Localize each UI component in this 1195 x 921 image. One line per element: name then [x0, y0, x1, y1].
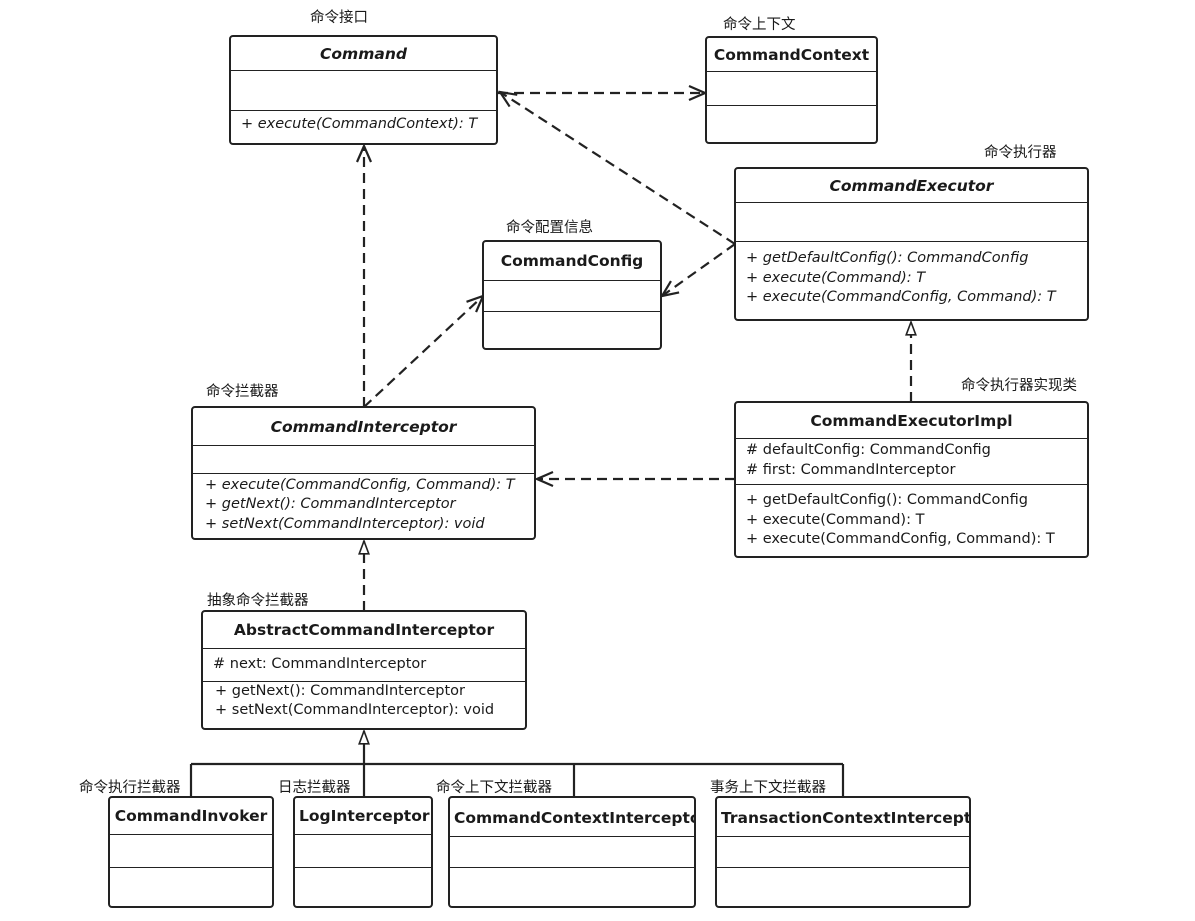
class-command-context[interactable]: CommandContext	[705, 36, 878, 144]
attribute: # next: CommandInterceptor	[213, 656, 427, 672]
attributes-compartment	[193, 446, 534, 474]
label-command-executor: 命令执行器	[984, 145, 1057, 161]
edge-executor-to-command	[500, 92, 736, 245]
attributes-compartment: # defaultConfig: CommandConfig # first: …	[736, 439, 1087, 485]
attributes-compartment	[295, 835, 431, 868]
class-name: AbstractCommandInterceptor	[203, 612, 525, 649]
attributes-compartment	[110, 835, 272, 868]
inheritance-tree	[189, 731, 845, 797]
operation: + execute(Command): T	[746, 511, 925, 528]
class-command-config[interactable]: CommandConfig	[482, 240, 662, 350]
label-command-config: 命令配置信息	[506, 220, 593, 236]
operation: + getNext(): CommandInterceptor	[215, 682, 466, 699]
operation: + setNext(CommandInterceptor): void	[215, 702, 495, 718]
class-command-context-interceptor[interactable]: CommandContextInterceptor	[448, 796, 696, 908]
operation: + execute(CommandConfig, Command): T	[746, 289, 1056, 305]
operations-compartment: + getDefaultConfig(): CommandConfig + ex…	[736, 485, 1087, 556]
attributes-compartment: # next: CommandInterceptor	[203, 649, 525, 682]
operation: + execute(CommandConfig, Command): T	[746, 531, 1055, 547]
label-log-interceptor: 日志拦截器	[278, 780, 351, 796]
operation: + execute(CommandContext): T	[241, 116, 478, 132]
operations-compartment: + getNext(): CommandInterceptor + setNex…	[203, 682, 525, 729]
operation: + setNext(CommandInterceptor): void	[205, 515, 485, 532]
operations-compartment	[295, 868, 431, 906]
label-command-interceptor: 命令拦截器	[206, 384, 279, 400]
class-name: CommandExecutorImpl	[736, 403, 1087, 439]
attributes-compartment	[707, 72, 876, 106]
operations-compartment	[110, 868, 272, 906]
class-name: TransactionContextInterceptor	[717, 798, 969, 837]
edge-executor-to-config	[662, 243, 736, 296]
class-abstract-command-interceptor[interactable]: AbstractCommandInterceptor # next: Comma…	[201, 610, 527, 730]
attribute: # first: CommandInterceptor	[746, 461, 956, 478]
class-name: CommandInvoker	[110, 798, 272, 835]
label-command-executor-impl: 命令执行器实现类	[961, 378, 1077, 394]
class-log-interceptor[interactable]: LogInterceptor	[293, 796, 433, 908]
class-name: CommandExecutor	[736, 169, 1087, 203]
class-name: CommandContextInterceptor	[450, 798, 694, 837]
operation: + execute(Command): T	[746, 269, 926, 286]
operations-compartment	[707, 106, 876, 142]
class-name: LogInterceptor	[295, 798, 431, 835]
class-name: CommandContext	[707, 38, 876, 72]
class-command[interactable]: Command + execute(CommandContext): T	[229, 35, 498, 145]
class-command-interceptor[interactable]: CommandInterceptor + execute(CommandConf…	[191, 406, 536, 540]
class-name: Command	[231, 37, 496, 71]
operations-compartment: + execute(CommandConfig, Command): T + g…	[193, 474, 534, 539]
label-command-context: 命令上下文	[723, 17, 796, 33]
operations-compartment: + getDefaultConfig(): CommandConfig + ex…	[736, 242, 1087, 319]
operations-compartment	[484, 312, 660, 348]
label-command-context-interceptor: 命令上下文拦截器	[436, 780, 552, 796]
attributes-compartment	[231, 71, 496, 111]
label-abstract-command-interceptor: 抽象命令拦截器	[207, 593, 309, 609]
class-command-invoker[interactable]: CommandInvoker	[108, 796, 274, 908]
attributes-compartment	[450, 837, 694, 868]
label-transaction-context-interceptor: 事务上下文拦截器	[710, 780, 826, 796]
label-command-invoker: 命令执行拦截器	[79, 780, 181, 796]
class-transaction-context-interceptor[interactable]: TransactionContextInterceptor	[715, 796, 971, 908]
attributes-compartment	[717, 837, 969, 868]
attributes-compartment	[484, 281, 660, 312]
operation: + getDefaultConfig(): CommandConfig	[746, 250, 1029, 266]
class-name: CommandInterceptor	[193, 408, 534, 446]
operation: + getDefaultConfig(): CommandConfig	[746, 492, 1028, 508]
label-command: 命令接口	[310, 10, 368, 26]
operations-compartment	[450, 868, 694, 906]
attributes-compartment	[736, 203, 1087, 242]
operations-compartment	[717, 868, 969, 906]
class-command-executor-impl[interactable]: CommandExecutorImpl # defaultConfig: Com…	[734, 401, 1089, 558]
attribute: # defaultConfig: CommandConfig	[746, 442, 991, 458]
class-command-executor[interactable]: CommandExecutor + getDefaultConfig(): Co…	[734, 167, 1089, 321]
edge-interceptor-to-config	[363, 296, 483, 408]
operations-compartment: + execute(CommandContext): T	[231, 111, 496, 143]
operation: + execute(CommandConfig, Command): T	[205, 476, 515, 493]
class-name: CommandConfig	[484, 242, 660, 281]
operation: + getNext(): CommandInterceptor	[205, 496, 456, 512]
